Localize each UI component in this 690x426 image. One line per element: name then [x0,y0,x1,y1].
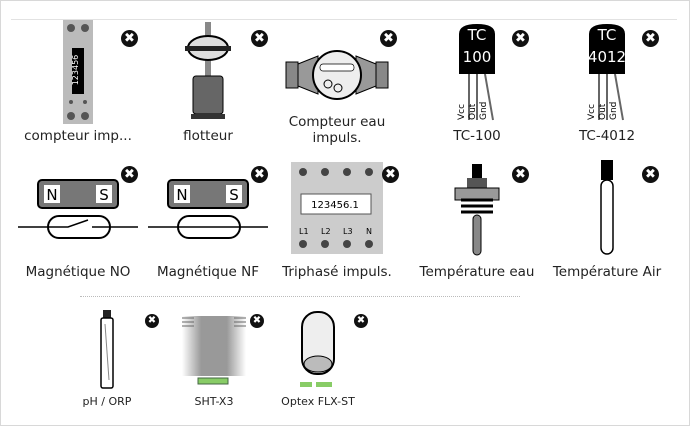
item-label: pH / ORP [82,395,132,408]
remove-button[interactable]: ✖ [382,166,399,183]
item-label: Magnétique NF [157,264,259,280]
item-label: TC-4012 [578,128,636,144]
item-label: Optex FLX-ST [281,395,355,408]
device-flotteur[interactable]: flotteur ✖ [143,20,273,144]
remove-button[interactable]: ✖ [512,30,529,47]
device-sht-x3[interactable]: SHT-X3 ✖ [164,310,264,410]
item-label: Triphasé impuls. [282,264,392,280]
svg-text:S: S [229,186,239,204]
din-counter-icon: 123456 [63,20,93,124]
remove-button[interactable]: ✖ [354,314,368,328]
item-label: Température eau [419,264,535,280]
svg-text:Gnd: Gnd [609,102,619,120]
three-phase-meter-icon: 123456.1L1 L2 L3 N [291,162,383,254]
svg-text:Gnd: Gnd [479,102,489,120]
item-label: compteur imp... [24,128,132,144]
svg-text:N: N [46,186,57,204]
water-temp-probe-icon [454,164,500,256]
svg-text:L3: L3 [343,227,353,236]
remove-button[interactable]: ✖ [121,30,138,47]
item-label: Compteur eau impuls. [288,114,386,146]
item-label: Température Air [552,264,662,280]
device-compteur-eau[interactable]: Compteur eau impuls. ✖ [272,20,402,146]
ph-probe-icon [100,310,114,389]
remove-button[interactable]: ✖ [250,314,264,328]
remove-button[interactable]: ✖ [251,166,268,183]
svg-text:L1: L1 [299,227,309,236]
water-meter-icon [285,50,389,100]
svg-text:TC: TC [597,26,617,44]
svg-text:123456: 123456 [71,55,80,86]
svg-text:TC: TC [467,26,487,44]
remove-button[interactable]: ✖ [642,30,659,47]
device-ph-orp[interactable]: pH / ORP ✖ [57,310,159,410]
svg-text:Out: Out [468,103,478,120]
device-optex-flx-st[interactable]: Optex FLX-ST ✖ [268,310,368,410]
item-label: SHT-X3 [194,395,234,408]
item-label: Magnétique NO [25,264,131,280]
svg-text:Vcc: Vcc [457,104,467,120]
remove-button[interactable]: ✖ [512,166,529,183]
svg-text:100: 100 [463,48,492,66]
svg-text:Out: Out [598,103,608,120]
svg-text:123456.1: 123456.1 [311,200,359,211]
remove-button[interactable]: ✖ [121,166,138,183]
svg-text:S: S [99,186,109,204]
device-temperature-air[interactable]: Température Air ✖ [542,160,672,280]
svg-text:Vcc: Vcc [587,104,597,120]
item-label: flotteur [183,128,233,144]
optex-sensor-icon [300,311,335,387]
separator [80,296,520,299]
divider [11,19,677,20]
svg-text:4012: 4012 [588,48,626,66]
device-compteur-imp[interactable]: 123456 compteur imp... ✖ [13,20,143,144]
sht-sensor-icon [182,316,246,385]
remove-button[interactable]: ✖ [642,166,659,183]
svg-text:L2: L2 [321,227,331,236]
device-temperature-eau[interactable]: Température eau ✖ [412,160,542,280]
float-switch-icon [185,22,231,119]
air-temp-probe-icon [600,160,614,255]
remove-button[interactable]: ✖ [145,314,159,328]
svg-text:N: N [366,227,372,236]
svg-text:N: N [176,186,187,204]
remove-button[interactable]: ✖ [380,30,397,47]
item-label: TC-100 [453,128,501,144]
remove-button[interactable]: ✖ [251,30,268,47]
